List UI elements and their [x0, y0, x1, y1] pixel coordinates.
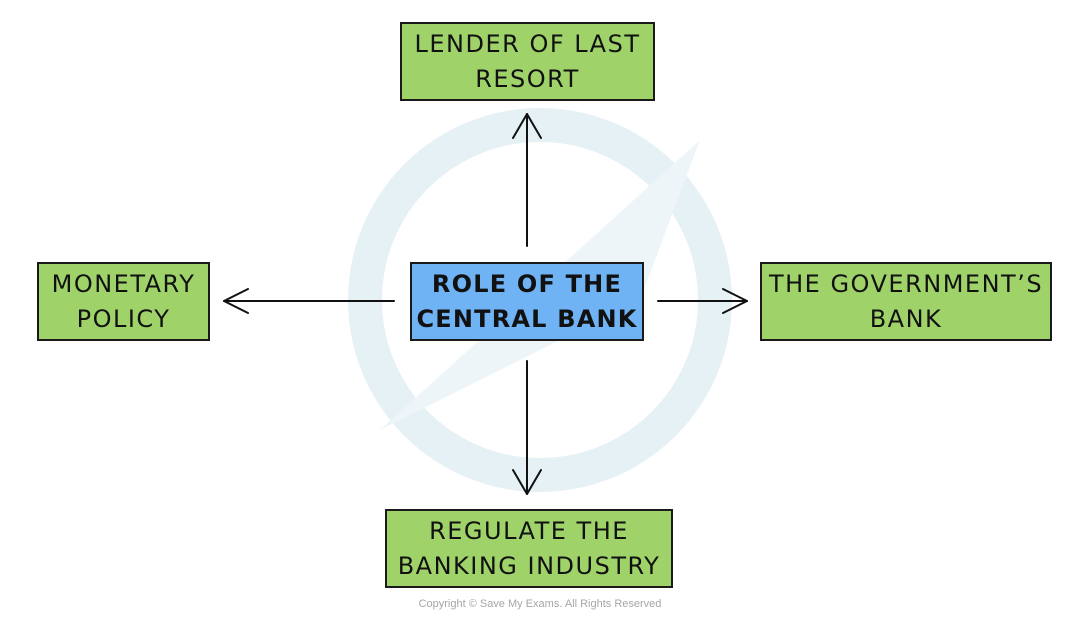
arrow-left	[223, 288, 395, 314]
central-bank-role-line1: ROLE OF THE	[431, 269, 623, 298]
lender-of-last-resort-box: LENDER OF LAST RESORT	[400, 22, 655, 101]
regulate-banking-industry-line2: BANKING INDUSTRY	[397, 551, 661, 580]
central-bank-role-line2: CENTRAL BANK	[416, 304, 638, 333]
lender-of-last-resort-line1: LENDER OF LAST	[414, 29, 641, 58]
central-bank-role-box: ROLE OF THE CENTRAL BANK	[410, 262, 644, 341]
regulate-banking-industry-box: REGULATE THE BANKING INDUSTRY	[385, 509, 673, 588]
arrow-up	[512, 113, 542, 247]
regulate-banking-industry-line1: REGULATE THE	[429, 516, 629, 545]
monetary-policy-box: MONETARY POLICY	[37, 262, 210, 341]
governments-bank-box: THE GOVERNMENT’S BANK	[760, 262, 1052, 341]
governments-bank-line1: THE GOVERNMENT’S	[768, 269, 1044, 298]
arrow-down	[512, 360, 542, 495]
copyright-notice: Copyright © Save My Exams. All Rights Re…	[418, 598, 662, 610]
arrow-right	[657, 288, 748, 314]
monetary-policy-line1: MONETARY	[51, 269, 196, 298]
monetary-policy-line2: POLICY	[76, 304, 171, 333]
governments-bank-line2: BANK	[869, 304, 943, 333]
lender-of-last-resort-line2: RESORT	[475, 64, 580, 93]
